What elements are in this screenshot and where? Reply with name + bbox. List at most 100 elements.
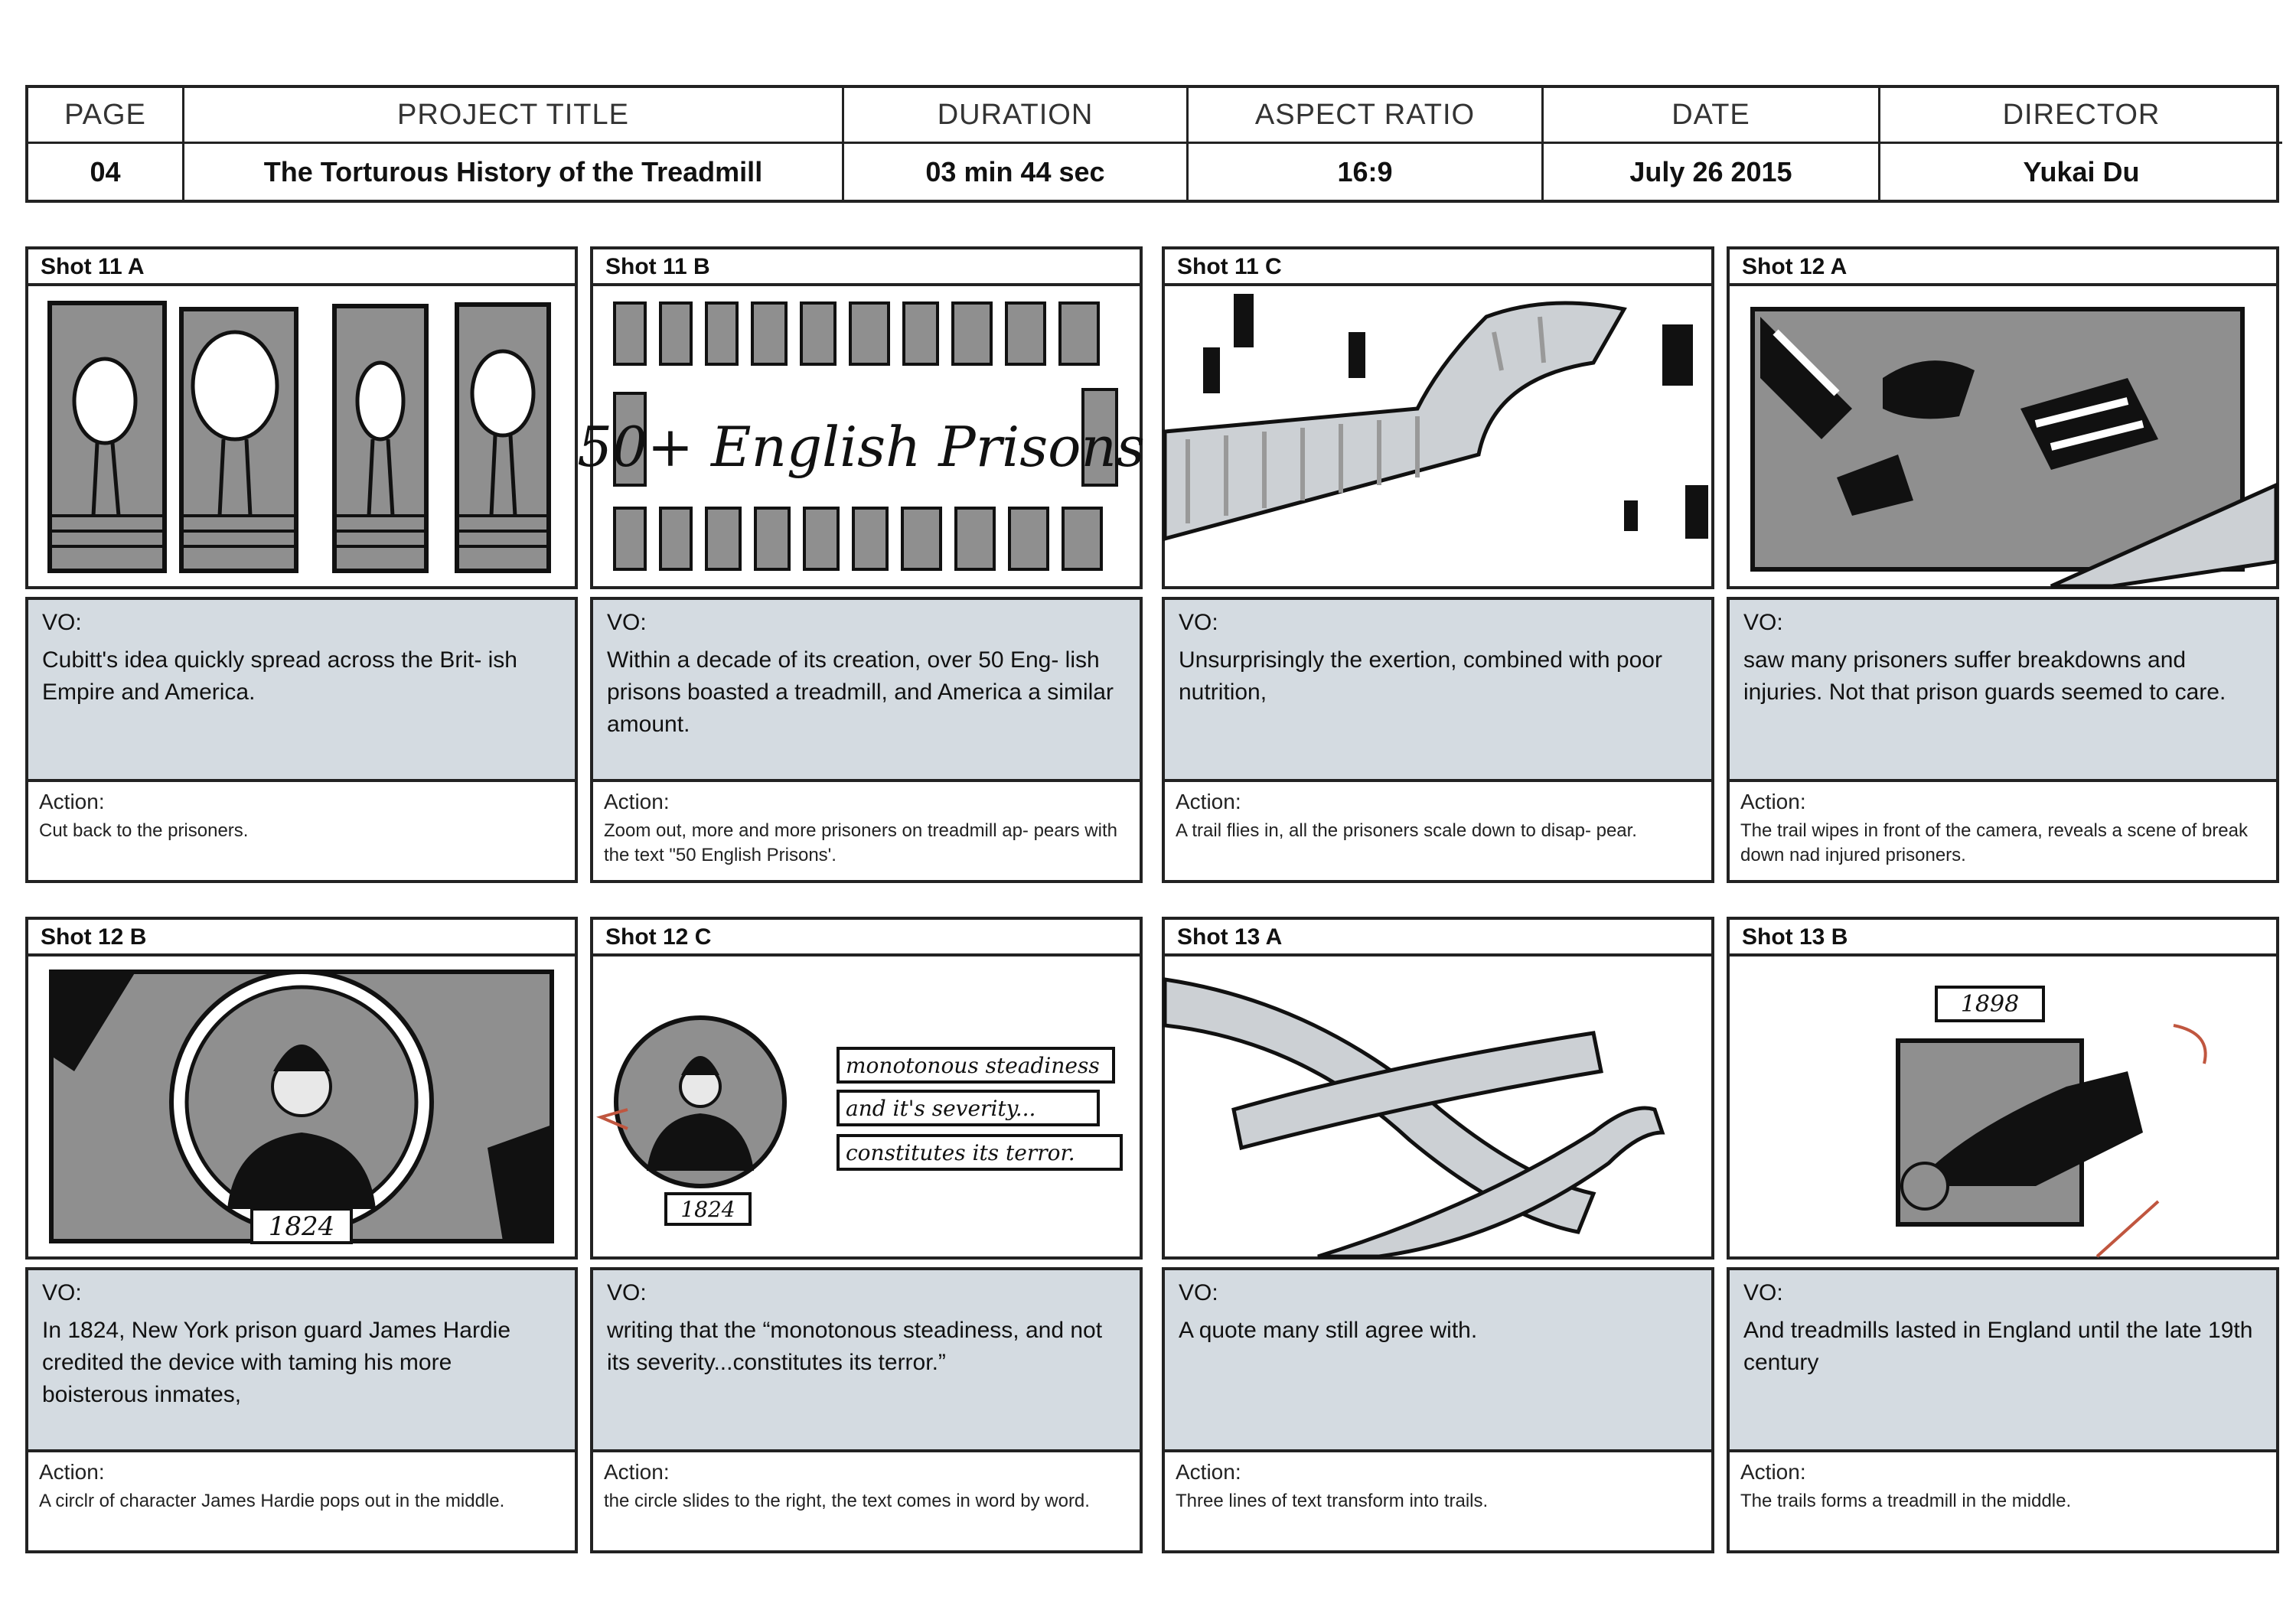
action-label: Action: xyxy=(1740,1460,1806,1484)
shot-title: Shot 13 B xyxy=(1727,917,2279,953)
action-label: Action: xyxy=(39,790,105,813)
quote-line: monotonous steadiness xyxy=(846,1053,1100,1078)
action-text: A trail flies in, all the prisoners scal… xyxy=(1176,820,1637,841)
sketch-frame xyxy=(1727,283,2279,589)
page-value: 04 xyxy=(28,144,184,200)
trail-sketch xyxy=(1163,294,1708,542)
year-sketch-text: 1898 xyxy=(1961,991,2019,1018)
voice-over-box: VO: Unsurprisingly the exertion, combine… xyxy=(1162,597,1714,781)
action-box: Action: A trail flies in, all the prison… xyxy=(1162,781,1714,883)
duration-label: DURATION xyxy=(844,88,1189,144)
voice-over-box: VO: writing that the “monotonous steadin… xyxy=(590,1267,1143,1451)
vo-label: VO: xyxy=(1743,610,1783,635)
voice-over-box: VO: Within a decade of its creation, ove… xyxy=(590,597,1143,781)
year-sketch-text: 1824 xyxy=(680,1197,735,1222)
sketch-frame: 1824 xyxy=(25,953,578,1260)
vo-label: VO: xyxy=(607,1280,647,1305)
shot-panel: Shot 13 A VO: A quote many still agree w… xyxy=(1162,917,1714,1553)
action-box: Action: Three lines of text transform in… xyxy=(1162,1451,1714,1553)
shot-title: Shot 11 C xyxy=(1162,246,1714,283)
sketch-frame: 1898 xyxy=(1727,953,2279,1260)
action-text: the circle slides to the right, the text… xyxy=(604,1491,1090,1511)
shot-title: Shot 12 C xyxy=(590,917,1143,953)
vo-label: VO: xyxy=(42,1280,82,1305)
aspect-ratio-value: 16:9 xyxy=(1189,144,1544,200)
action-text: The trail wipes in front of the camera, … xyxy=(1740,820,2248,865)
sketch-frame xyxy=(1162,283,1714,589)
shot-panel: Shot 12 C 1824 monotonous steadiness and… xyxy=(590,917,1143,1553)
quote-line: and it's severity... xyxy=(846,1096,1035,1121)
header-table: PAGE PROJECT TITLE DURATION ASPECT RATIO… xyxy=(25,85,2282,203)
voice-over-box: VO: A quote many still agree with. xyxy=(1162,1267,1714,1451)
shot-title: Shot 13 A xyxy=(1162,917,1714,953)
injured-prisoners-sketch xyxy=(1750,307,2278,588)
vo-label: VO: xyxy=(1743,1280,1783,1305)
date-value: July 26 2015 xyxy=(1544,144,1880,200)
vo-text: In 1824, New York prison guard James Har… xyxy=(42,1318,511,1407)
action-text: Zoom out, more and more prisoners on tre… xyxy=(604,820,1117,865)
action-label: Action: xyxy=(1740,790,1806,813)
action-text: The trails forms a treadmill in the midd… xyxy=(1740,1491,2072,1511)
director-label: DIRECTOR xyxy=(1880,88,2282,144)
vo-label: VO: xyxy=(1179,1280,1218,1305)
aspect-ratio-label: ASPECT RATIO xyxy=(1189,88,1544,144)
guard-quote-sketch: 1824 monotonous steadiness and it's seve… xyxy=(596,1015,1123,1226)
shot-title: Shot 11 B xyxy=(590,246,1143,283)
action-box: Action: A circlr of character James Hard… xyxy=(25,1451,578,1553)
shot-panel: Shot 11 C VO: Unsurprisingly the exertio… xyxy=(1162,246,1714,883)
action-box: Action: The trail wipes in front of the … xyxy=(1727,781,2279,883)
vo-text: Within a decade of its creation, over 50… xyxy=(607,647,1114,737)
trails-sketch xyxy=(1163,977,1665,1259)
shot-panel: Shot 12 A VO: saw many prisoners suffer … xyxy=(1727,246,2279,883)
vo-text: Cubitt's idea quickly spread across the … xyxy=(42,647,517,705)
sketch-frame: 50+ English Prisons xyxy=(577,283,1145,589)
action-label: Action: xyxy=(604,790,670,813)
duration-value: 03 min 44 sec xyxy=(844,144,1189,200)
prisons-sketch-text: 50+ English Prisons xyxy=(577,415,1145,479)
vo-text: saw many prisoners suffer breakdowns and… xyxy=(1743,647,2226,705)
vo-text: Unsurprisingly the exertion, combined wi… xyxy=(1179,647,1662,705)
voice-over-box: VO: Cubitt's idea quickly spread across … xyxy=(25,597,578,781)
action-box: Action: The trails forms a treadmill in … xyxy=(1727,1451,2279,1553)
year-sketch-text: 1824 xyxy=(269,1211,335,1242)
action-box: Action: Cut back to the prisoners. xyxy=(25,781,578,883)
director-value: Yukai Du xyxy=(2023,155,2140,187)
shot-title: Shot 12 A xyxy=(1727,246,2279,283)
prisons-grid-sketch: 50+ English Prisons xyxy=(577,301,1145,571)
vo-label: VO: xyxy=(607,610,647,635)
project-title-label: PROJECT TITLE xyxy=(184,88,844,144)
guard-circle-sketch: 1824 xyxy=(49,970,554,1244)
vo-text: writing that the “monotonous steadiness,… xyxy=(607,1318,1103,1375)
prisoners-treadmill-sketch xyxy=(47,301,551,573)
page-label: PAGE xyxy=(28,88,184,144)
shot-panel: Shot 11 B 50+ English Prisons VO: Within… xyxy=(577,246,1145,883)
action-box: Action: the circle slides to the right, … xyxy=(590,1451,1143,1553)
date-label: DATE xyxy=(1544,88,1880,144)
action-text: A circlr of character James Hardie pops … xyxy=(39,1491,505,1511)
quote-line: constitutes its terror. xyxy=(846,1140,1075,1165)
shot-panel: Shot 12 B 1824 VO: In 1824, New York pri… xyxy=(25,917,578,1553)
action-text: Three lines of text transform into trail… xyxy=(1176,1491,1489,1511)
sketch-frame xyxy=(1162,953,1714,1260)
treadmill-1898-sketch: 1898 xyxy=(1896,986,2207,1258)
voice-over-box: VO: And treadmills lasted in England unt… xyxy=(1727,1267,2279,1451)
action-box: Action: Zoom out, more and more prisoner… xyxy=(590,781,1143,883)
vo-text: And treadmills lasted in England until t… xyxy=(1743,1318,2253,1375)
voice-over-box: VO: In 1824, New York prison guard James… xyxy=(25,1267,578,1451)
shot-title: Shot 11 A xyxy=(25,246,578,283)
action-text: Cut back to the prisoners. xyxy=(39,820,249,841)
action-label: Action: xyxy=(39,1460,105,1484)
sketch-frame: 1824 monotonous steadiness and it's seve… xyxy=(590,953,1143,1260)
shot-title: Shot 12 B xyxy=(25,917,578,953)
shot-panel: Shot 11 A xyxy=(25,246,578,883)
shot-panel: Shot 13 B 1898 VO: And treadmills lasted… xyxy=(1727,917,2279,1553)
action-label: Action: xyxy=(1176,790,1241,813)
sketch-frame xyxy=(25,283,578,589)
project-title-value: The Torturous History of the Treadmill xyxy=(184,144,844,200)
action-label: Action: xyxy=(604,1460,670,1484)
voice-over-box: VO: saw many prisoners suffer breakdowns… xyxy=(1727,597,2279,781)
vo-label: VO: xyxy=(1179,610,1218,635)
vo-text: A quote many still agree with. xyxy=(1179,1318,1478,1343)
action-label: Action: xyxy=(1176,1460,1241,1484)
vo-label: VO: xyxy=(42,610,82,635)
